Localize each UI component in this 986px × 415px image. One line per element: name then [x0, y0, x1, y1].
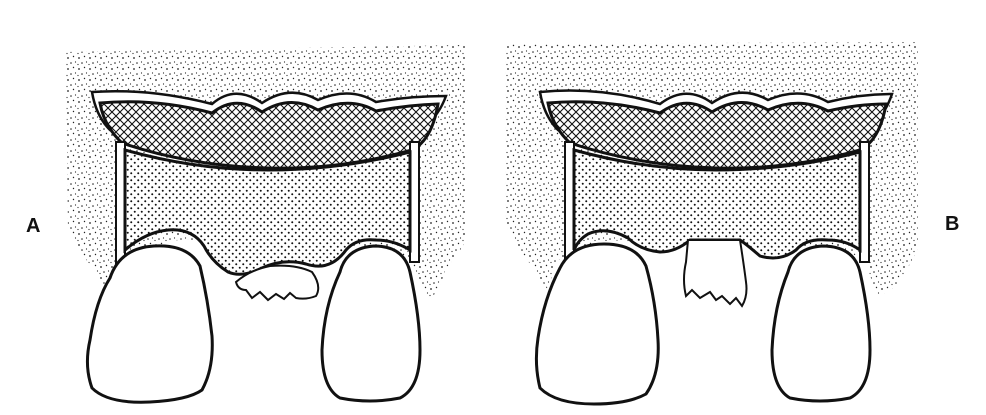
right-tooth	[772, 246, 870, 401]
panel-label-b: B	[945, 214, 959, 234]
panel-b	[505, 42, 918, 404]
panel-a	[66, 45, 466, 402]
left-tooth	[536, 244, 658, 404]
root-fragment	[684, 240, 747, 306]
right-tooth	[322, 246, 420, 401]
panel-label-a: A	[26, 216, 40, 236]
